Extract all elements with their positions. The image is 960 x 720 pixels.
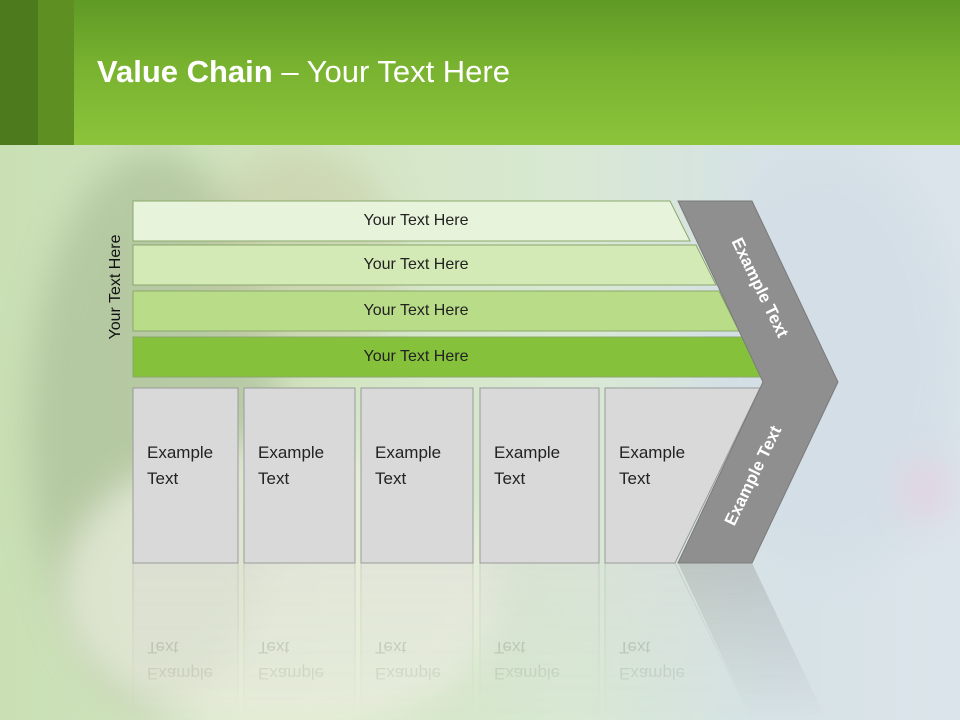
reflection-chevron — [678, 563, 827, 720]
reflection-process-box-label-2-line1: Example — [258, 664, 324, 683]
background-photo-flower — [900, 460, 950, 520]
title-rest: – Your Text Here — [272, 54, 510, 89]
process-box-label-4-line2: Text — [494, 469, 525, 488]
process-box-label-3-line1: Example — [375, 443, 441, 462]
bar-1 — [132, 200, 691, 242]
header-bar — [0, 0, 960, 145]
process-box-label-4-line1: Example — [494, 443, 560, 462]
reflection-process-box-label-5-line1: Example — [619, 664, 685, 683]
reflection-process-box-label-3-line2: Text — [375, 638, 406, 657]
reflection-process-box-label-1-line2: Text — [147, 638, 178, 657]
reflection-process-box-label-4-line2: Text — [494, 638, 525, 657]
reflection-process-box-label-3-line1: Example — [375, 664, 441, 683]
reflection-process-box-label-2-line2: Text — [258, 638, 289, 657]
reflection-process-box-label-1-line1: Example — [147, 664, 213, 683]
reflection-process-box-4 — [479, 562, 600, 720]
process-box-label-5-line2: Text — [619, 469, 650, 488]
reflection-process-box-label-4-line1: Example — [494, 664, 560, 683]
margin-chevron — [677, 200, 839, 564]
bar-label-2: Your Text Here — [364, 256, 469, 273]
process-box-label-1-line1: Example — [147, 443, 213, 462]
reflection-process-box-5 — [604, 562, 752, 720]
process-box-label-1-line2: Text — [147, 469, 178, 488]
bar-label-3: Your Text Here — [364, 302, 469, 319]
reflection-process-box-3 — [360, 562, 474, 720]
bar-label-4: Your Text Here — [364, 348, 469, 365]
process-box-label-3-line2: Text — [375, 469, 406, 488]
header-stripe-dark — [0, 0, 38, 145]
reflection-process-box-label-5-line2: Text — [619, 638, 650, 657]
bar-2 — [132, 244, 717, 286]
reflection-process-box-2 — [243, 562, 356, 720]
title-bold: Value Chain — [97, 54, 273, 89]
header-stripe-mid — [38, 0, 74, 145]
bar-label-1: Your Text Here — [364, 212, 469, 229]
process-box-label-2-line2: Text — [258, 469, 289, 488]
slide-title: Value Chain – Your Text Here — [97, 54, 510, 90]
process-box-label-5-line1: Example — [619, 443, 685, 462]
process-box-label-2-line1: Example — [258, 443, 324, 462]
reflection-process-box-1 — [132, 562, 239, 720]
reflection-chevron-shape — [678, 563, 827, 720]
